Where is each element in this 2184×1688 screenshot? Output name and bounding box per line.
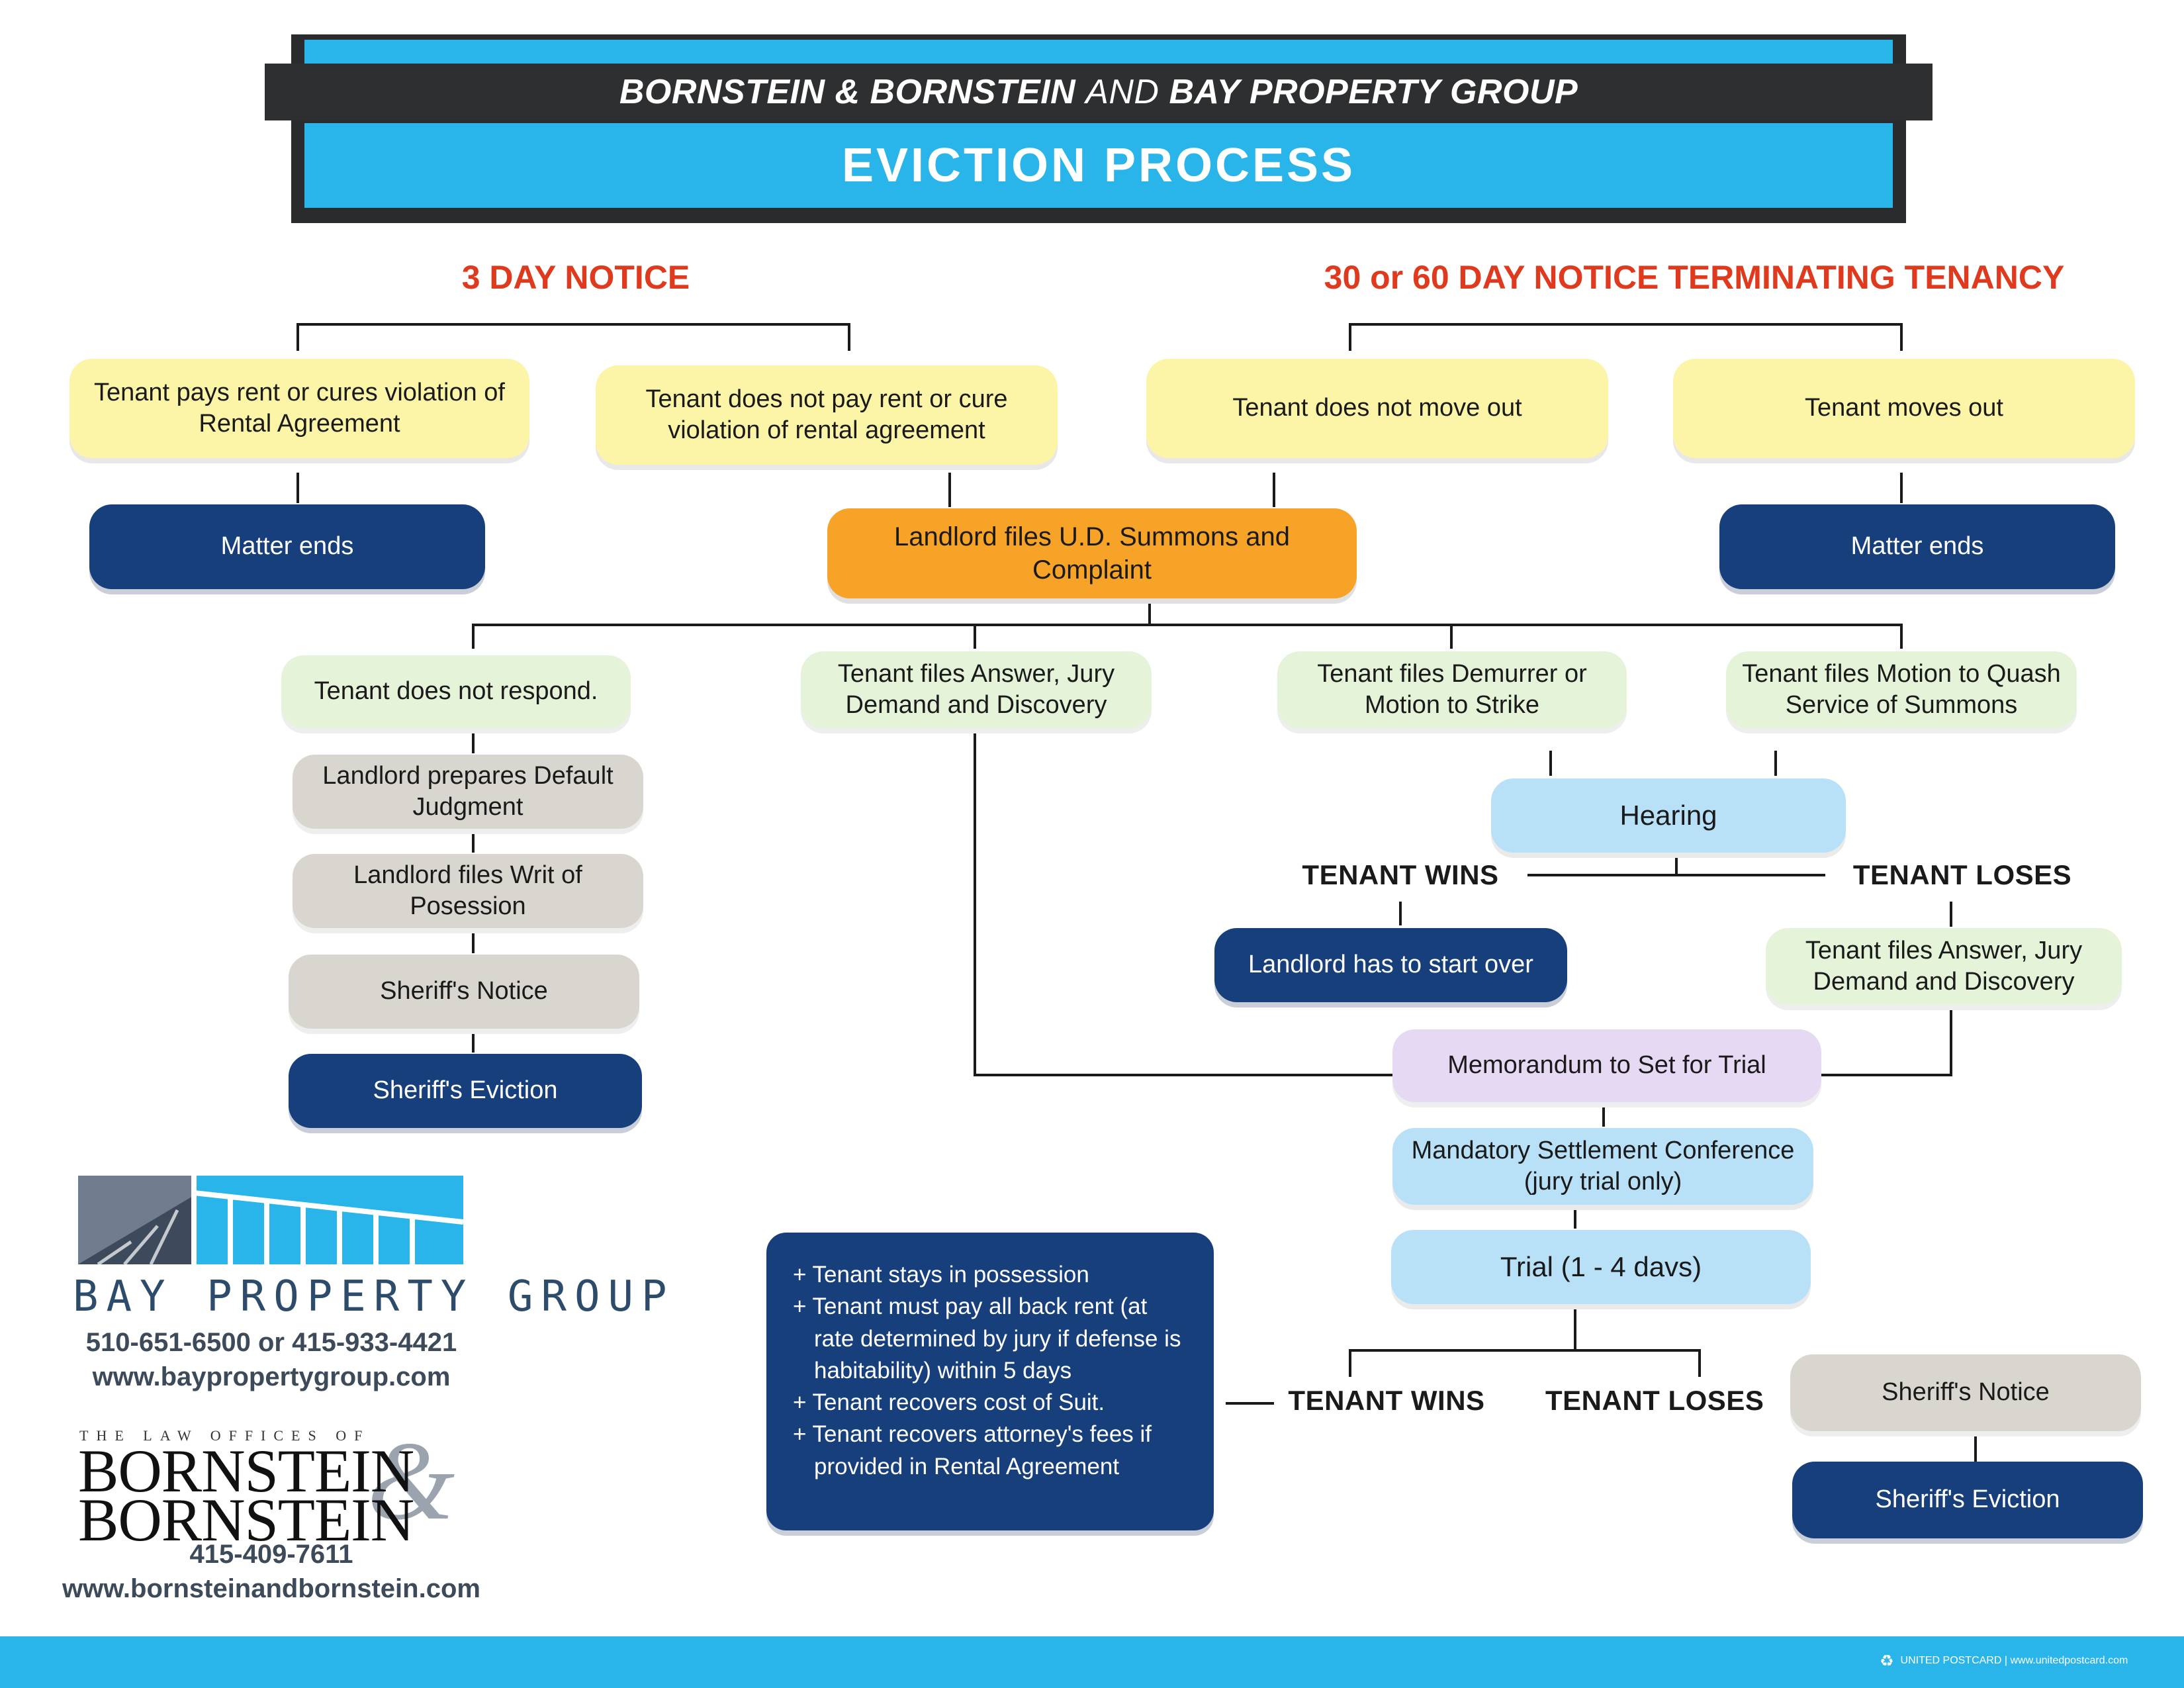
footer-bar: [0, 1636, 2184, 1688]
node-landlord-files-ud: Landlord files U.D. Summons and Complain…: [827, 508, 1357, 598]
bornstein-website[interactable]: www.bornsteinandbornstein.com: [62, 1574, 480, 1603]
node-answer-jury-2: Tenant files Answer, Jury Demand and Dis…: [1766, 928, 2122, 1005]
bay-property-name: BAY PROPERTY GROUP: [73, 1272, 675, 1321]
node-matter-ends-left: Matter ends: [89, 504, 485, 589]
connector-branch-bar: [472, 624, 1903, 649]
connector-answer2-memo: [1821, 1008, 1952, 1076]
node-default-judgment: Landlord prepares Default Judgment: [293, 755, 643, 829]
bay-property-website[interactable]: www.baypropertygroup.com: [92, 1362, 451, 1391]
node-tenant-pays: Tenant pays rent or cures violation of R…: [69, 359, 529, 458]
bay-property-logo-icon: [78, 1176, 463, 1264]
heading-3-day-notice: 3 DAY NOTICE: [461, 259, 690, 296]
header-org-names: BORNSTEIN & BORNSTEIN AND BAY PROPERTY G…: [265, 64, 1933, 120]
node-sheriff-eviction-right: Sheriff's Eviction: [1792, 1462, 2143, 1538]
outcome-item: + Tenant recovers cost of Suit.: [793, 1389, 1105, 1416]
header-banner-strip: [304, 40, 1893, 64]
connector-answer-memo: [974, 729, 1392, 1076]
bornstein-name-line1: BORNSTEIN: [78, 1437, 414, 1505]
connector-30day-bracket: [1349, 323, 1903, 351]
connector-3day-bracket: [296, 323, 850, 351]
node-no-respond: Tenant does not respond.: [281, 655, 631, 728]
bay-property-phones: 510-651-6500 or 415-933-4421: [85, 1328, 457, 1357]
label-tenant-wins-hearing: TENANT WINS: [1302, 859, 1499, 890]
header-banner-dark: [265, 64, 1933, 120]
node-sheriff-notice-right: Sheriff's Notice: [1790, 1354, 2141, 1431]
node-tenant-moves: Tenant moves out: [1673, 359, 2135, 458]
node-trial: Trial (1 - 4 davs): [1391, 1230, 1811, 1304]
org-and: AND: [1085, 73, 1160, 111]
node-sheriff-notice-left: Sheriff's Notice: [289, 955, 639, 1029]
node-landlord-start-over: Landlord has to start over: [1214, 928, 1567, 1002]
footer-brand: ♻ UNITED POSTCARD | www.unitedpostcard.c…: [1880, 1651, 2171, 1671]
org-name-1: BORNSTEIN & BORNSTEIN: [619, 73, 1076, 111]
recycle-icon: ♻: [1880, 1652, 1894, 1670]
label-tenant-loses-trial: TENANT LOSES: [1545, 1385, 1764, 1416]
connector-trial-split: [1349, 1349, 1701, 1377]
label-tenant-wins-trial: TENANT WINS: [1288, 1385, 1485, 1416]
header-banner-blue: [304, 123, 1893, 208]
tenant-wins-outcomes-box: + Tenant stays in possession + Tenant mu…: [766, 1233, 1214, 1530]
label-tenant-loses-hearing: TENANT LOSES: [1852, 859, 2072, 890]
node-settlement-conference: Mandatory Settlement Conference (jury tr…: [1392, 1128, 1813, 1205]
outcome-item: + Tenant stays in possession: [793, 1262, 1089, 1288]
page-title: EVICTION PROCESS: [841, 139, 1356, 192]
node-sheriff-eviction-left: Sheriff's Eviction: [289, 1054, 642, 1128]
node-tenant-not-move: Tenant does not move out: [1146, 359, 1608, 458]
node-memorandum-trial: Memorandum to Set for Trial: [1392, 1029, 1821, 1102]
bornstein-ampersand: &: [367, 1419, 455, 1543]
node-matter-ends-right: Matter ends: [1719, 504, 2115, 589]
heading-30-60-day-notice: 30 or 60 DAY NOTICE TERMINATING TENANCY: [1324, 259, 2065, 296]
outcomes-list: + Tenant stays in possession + Tenant mu…: [793, 1259, 1187, 1483]
node-answer-jury: Tenant files Answer, Jury Demand and Dis…: [801, 651, 1152, 728]
node-writ-possession: Landlord files Writ of Posession: [293, 854, 643, 928]
footer-brand-text: UNITED POSTCARD | www.unitedpostcard.com: [1900, 1655, 2128, 1666]
node-motion-quash: Tenant files Motion to Quash Service of …: [1726, 651, 2077, 728]
org-name-2: BAY PROPERTY GROUP: [1169, 73, 1578, 111]
node-tenant-not-pay: Tenant does not pay rent or cure violati…: [596, 365, 1058, 465]
law-offices-label: THE LAW OFFICES OF: [79, 1427, 371, 1444]
node-demurrer: Tenant files Demurrer or Motion to Strik…: [1277, 651, 1627, 728]
outcome-item: + Tenant must pay all back rent (at rate…: [793, 1293, 1181, 1383]
bornstein-name-line2: BORNSTEIN: [78, 1486, 414, 1554]
node-hearing: Hearing: [1491, 778, 1846, 853]
outcome-item: + Tenant recovers attorney's fees if pro…: [793, 1421, 1152, 1479]
bornstein-phone: 415-409-7611: [189, 1540, 353, 1569]
